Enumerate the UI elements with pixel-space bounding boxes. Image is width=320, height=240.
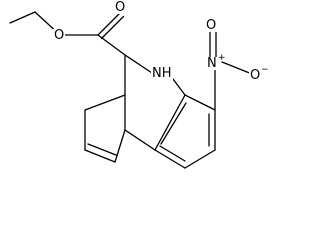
bond-c9-c5a bbox=[154, 94, 186, 151]
bond-c9-c5a-double bbox=[160, 102, 187, 145]
structure-diagram: O O NH N + O O − bbox=[9, 0, 269, 169]
bond-carbonyl-c4 bbox=[97, 34, 126, 56]
bond-layer bbox=[9, 11, 253, 169]
bond-carbonyl-double-b bbox=[100, 15, 125, 40]
bond-c7-c8 bbox=[184, 149, 216, 169]
nitro-nitrogen-charge: + bbox=[218, 53, 226, 63]
bond-nitro-n-o-single bbox=[221, 61, 253, 75]
bond-c8-c9-double bbox=[159, 145, 186, 162]
bond-c2-c1-double bbox=[87, 143, 117, 156]
bond-ch3-ch2 bbox=[9, 11, 36, 24]
ester-oxygen-single-label: O bbox=[53, 28, 66, 43]
amine-nh-label: NH bbox=[151, 66, 173, 81]
nitro-nitrogen-label: N bbox=[206, 56, 218, 71]
nitro-oxygen-single-label: O bbox=[249, 68, 262, 83]
bond-n-c5a bbox=[169, 74, 186, 96]
bond-c1-c9b bbox=[114, 129, 126, 163]
bond-c4-n bbox=[124, 54, 156, 76]
bond-carbonyl-double-a bbox=[97, 12, 121, 36]
bond-c9b-c9a bbox=[124, 129, 156, 151]
bond-c3a-c3 bbox=[84, 94, 126, 111]
nitro-oxygen-double-label: O bbox=[205, 18, 218, 33]
ester-oxygen-double-label: O bbox=[114, 0, 127, 15]
bond-c8-c9 bbox=[154, 149, 186, 169]
bond-c2-c1 bbox=[84, 149, 116, 163]
bond-c5a-c6 bbox=[184, 94, 216, 111]
nitro-oxygen-charge: − bbox=[261, 65, 269, 75]
